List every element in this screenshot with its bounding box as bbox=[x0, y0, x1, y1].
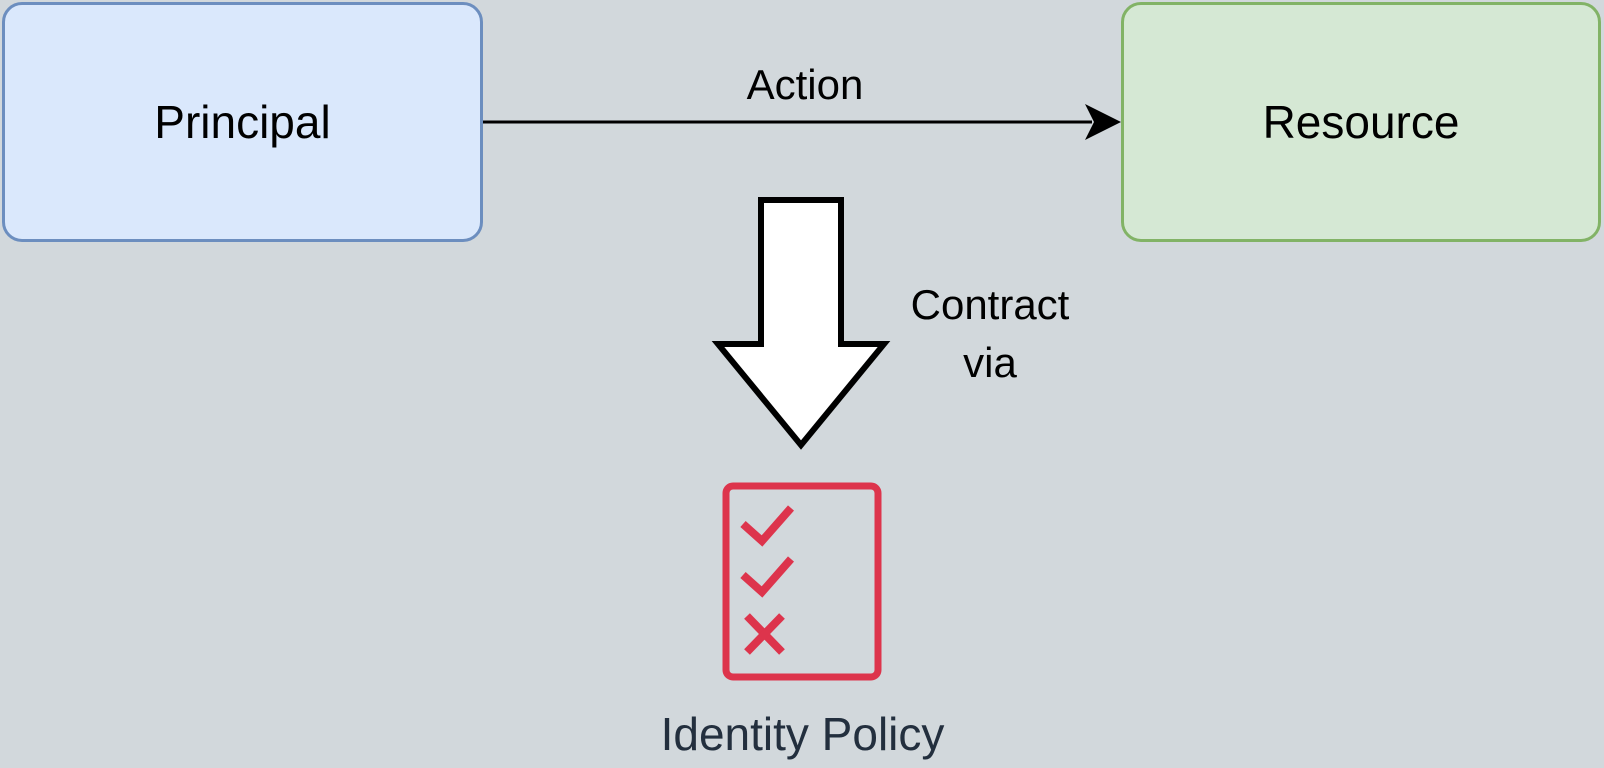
checklist-icon bbox=[722, 482, 882, 681]
action-edge[interactable] bbox=[483, 104, 1121, 140]
identity-policy-label: Identity Policy bbox=[660, 708, 945, 760]
principal-label: Principal bbox=[154, 96, 331, 148]
block-arrow-down-icon bbox=[711, 197, 891, 450]
resource-node[interactable]: Resource bbox=[1121, 2, 1601, 242]
arrowhead-icon bbox=[1085, 104, 1121, 140]
check-icon bbox=[740, 505, 795, 547]
cross-icon bbox=[744, 613, 785, 655]
resource-label: Resource bbox=[1262, 96, 1460, 148]
principal-node[interactable]: Principal bbox=[2, 2, 483, 242]
action-edge-label: Action bbox=[746, 61, 864, 108]
contract-via-label: Contract via bbox=[910, 281, 1070, 386]
check-icon bbox=[740, 556, 795, 598]
